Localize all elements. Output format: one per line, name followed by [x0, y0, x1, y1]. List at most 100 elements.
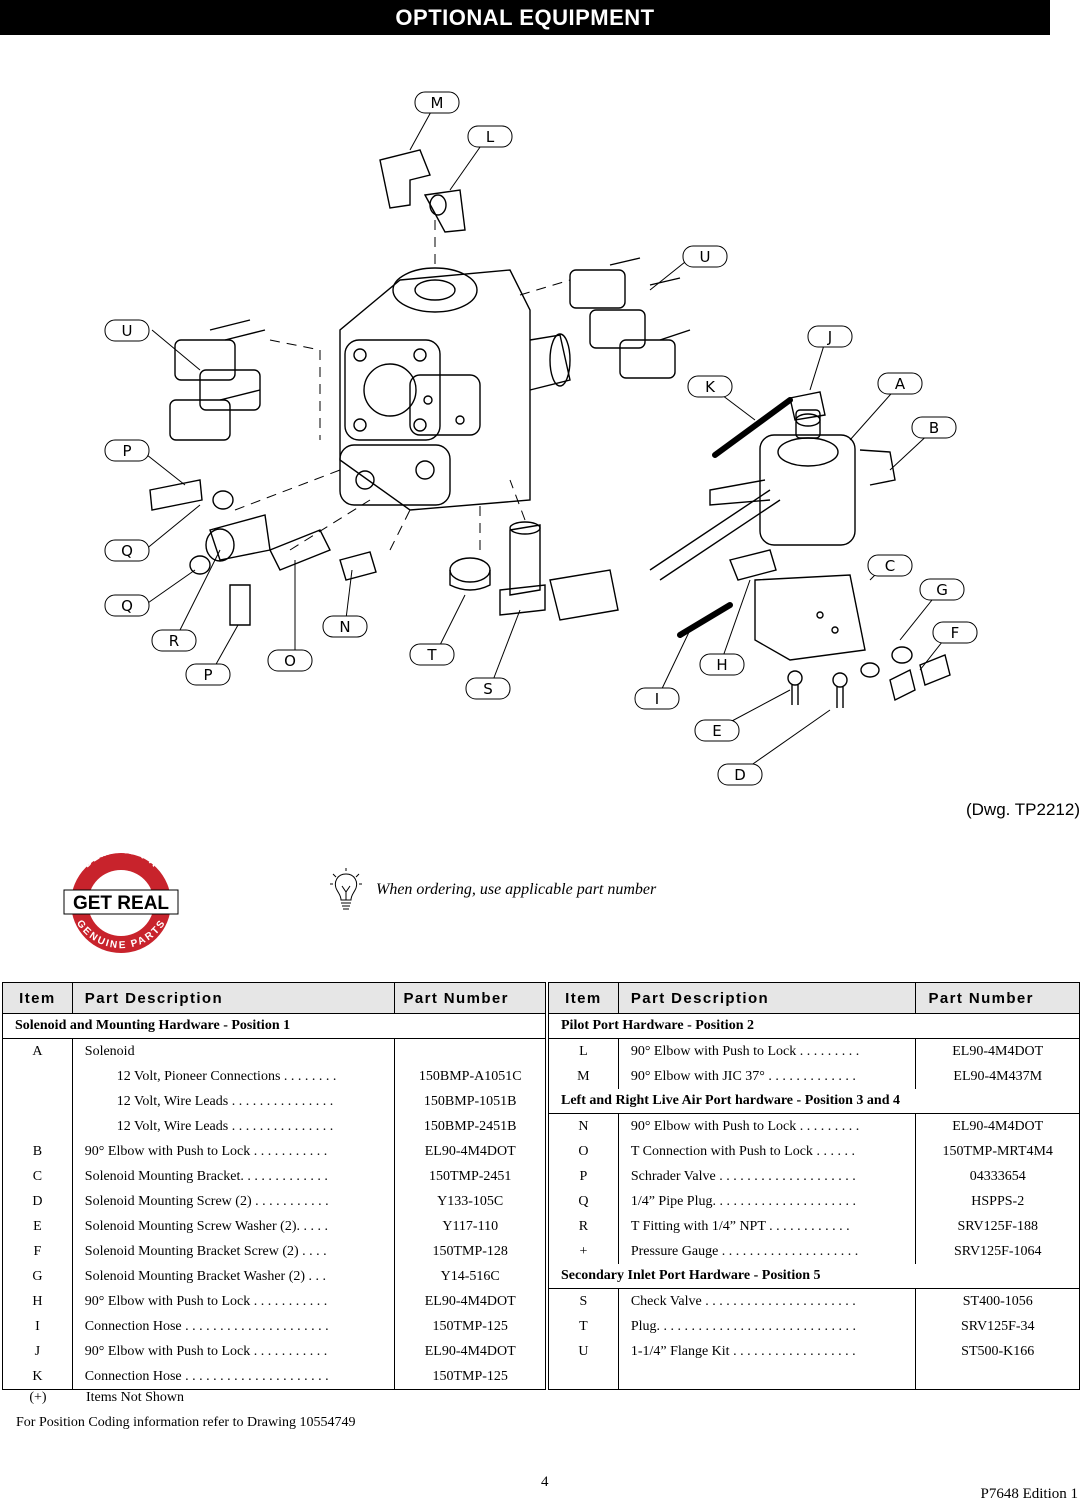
- position-coding-note: For Position Coding information refer to…: [16, 1415, 356, 1430]
- item-letter: M: [548, 1064, 619, 1089]
- callout-D: D: [717, 763, 763, 786]
- table-row: 12 Volt, Pioneer Connections . . . . . .…: [2, 1064, 546, 1089]
- item-letter: J: [2, 1339, 73, 1364]
- dot-leader: . . . . . . . . .: [796, 1118, 860, 1134]
- item-letter: [2, 1089, 73, 1114]
- svg-text:C: C: [885, 557, 895, 575]
- part-description: Pressure Gauge: [630, 1243, 719, 1259]
- edition-label: P7648 Edition 1: [980, 1486, 1078, 1502]
- section-title: Secondary Inlet Port Hardware - Position…: [548, 1264, 1080, 1289]
- part-description: 90° Elbow with Push to Lock: [630, 1043, 797, 1059]
- column-header-part-number: Part Number: [394, 982, 546, 1014]
- dot-leader: . . . . . . . . . . . . . . .: [228, 1093, 334, 1109]
- dot-leader: . . . . . . . .: [280, 1068, 337, 1084]
- part-description: Solenoid Mounting Bracket: [84, 1168, 241, 1184]
- dot-leader: . . . . .: [296, 1218, 329, 1234]
- item-letter: E: [2, 1214, 73, 1239]
- part-number: Y117-110: [394, 1214, 546, 1239]
- item-letter: F: [2, 1239, 73, 1264]
- part-description-cell: 90° Elbow with Push to Lock . . . . . . …: [618, 1113, 917, 1139]
- item-letter: R: [548, 1214, 619, 1239]
- part-description: 12 Volt, Pioneer Connections: [116, 1068, 281, 1084]
- svg-text:GET REAL: GET REAL: [73, 893, 169, 914]
- part-description: Solenoid Mounting Bracket Washer (2): [84, 1268, 306, 1284]
- part-description: 90° Elbow with Push to Lock: [630, 1118, 797, 1134]
- svg-text:S: S: [483, 680, 493, 698]
- svg-text:Q: Q: [121, 542, 133, 560]
- part-description-cell: Check Valve . . . . . . . . . . . . . . …: [618, 1288, 917, 1314]
- part-number: EL90-4M4DOT: [915, 1038, 1080, 1064]
- part-number: 150TMP-MRT4M4: [915, 1139, 1080, 1164]
- part-description-cell: Connection Hose . . . . . . . . . . . . …: [72, 1314, 396, 1339]
- part-description: T Connection with Push to Lock: [630, 1143, 813, 1159]
- callout-Q-top: Q: [104, 539, 150, 562]
- part-description-cell: Solenoid: [72, 1038, 396, 1064]
- part-description: 12 Volt, Wire Leads: [116, 1093, 229, 1109]
- part-description-cell: Pressure Gauge . . . . . . . . . . . . .…: [618, 1239, 917, 1264]
- part-number: Y133-105C: [394, 1189, 546, 1214]
- callout-S: S: [465, 677, 511, 700]
- dot-leader: . . . . . . . . . . . . . . . . . . . .: [718, 1243, 859, 1259]
- part-number: SRV125F-34: [915, 1314, 1080, 1339]
- svg-text:O: O: [284, 652, 296, 670]
- part-number: ST500-K166: [915, 1339, 1080, 1364]
- item-letter: [2, 1114, 73, 1139]
- item-letter: I: [2, 1314, 73, 1339]
- svg-text:P: P: [203, 666, 212, 684]
- section-title: Left and Right Live Air Port hardware - …: [548, 1089, 1080, 1114]
- column-header-description: Part Description: [618, 982, 917, 1014]
- dot-leader: . . . . . . . . . . . . . . . . . . . . …: [701, 1293, 856, 1309]
- part-description-cell: T Fitting with 1/4” NPT . . . . . . . . …: [618, 1214, 917, 1239]
- part-description: 90° Elbow with Push to Lock: [84, 1293, 251, 1309]
- items-not-shown-note: (+)Items Not Shown: [2, 1390, 1080, 1406]
- ordering-tip-text: When ordering, use applicable part numbe…: [376, 881, 657, 898]
- part-number: 150TMP-125: [394, 1314, 546, 1339]
- part-description-cell: Solenoid Mounting Screw Washer (2). . . …: [72, 1214, 396, 1239]
- part-number: EL90-4M4DOT: [394, 1339, 546, 1364]
- callout-B: B: [911, 416, 957, 439]
- svg-text:B: B: [929, 419, 939, 437]
- part-description-cell: 90° Elbow with Push to Lock . . . . . . …: [618, 1038, 917, 1064]
- dot-leader: . . . . . . . . . . .: [251, 1193, 329, 1209]
- dot-leader: . . . . . .: [812, 1143, 855, 1159]
- svg-text:I: I: [655, 690, 659, 708]
- item-letter: B: [2, 1139, 73, 1164]
- part-description-cell: 90° Elbow with Push to Lock . . . . . . …: [72, 1339, 396, 1364]
- dot-leader: . . . . . . . . . . . . .: [240, 1168, 328, 1184]
- svg-text:P: P: [122, 442, 131, 460]
- dot-leader: . . . . . . . . . . . . . . . . . . . . …: [181, 1318, 329, 1334]
- part-description-cell: Solenoid Mounting Bracket Washer (2) . .…: [72, 1264, 396, 1289]
- item-letter: T: [548, 1314, 619, 1339]
- part-description-cell: Solenoid Mounting Bracket Screw (2) . . …: [72, 1239, 396, 1264]
- item-letter: D: [2, 1189, 73, 1214]
- callout-C: C: [867, 554, 913, 577]
- part-description: 12 Volt, Wire Leads: [116, 1118, 229, 1134]
- dot-leader: . . . . . . . . . . . . . . .: [228, 1118, 334, 1134]
- part-description-cell: Plug. . . . . . . . . . . . . . . . . . …: [618, 1314, 917, 1339]
- callout-Q-bottom: Q: [104, 594, 150, 617]
- section-title: Solenoid and Mounting Hardware - Positio…: [2, 1013, 546, 1039]
- ordering-tip: When ordering, use applicable part numbe…: [330, 868, 656, 912]
- svg-text:R: R: [169, 632, 179, 650]
- part-description: Plug: [630, 1318, 657, 1334]
- part-description: Schrader Valve: [630, 1168, 716, 1184]
- column-header-item: Item: [548, 982, 619, 1014]
- part-description-cell: 12 Volt, Wire Leads . . . . . . . . . . …: [72, 1089, 396, 1114]
- item-letter: L: [548, 1038, 619, 1064]
- callout-N: N: [322, 615, 368, 638]
- svg-text:Q: Q: [121, 597, 133, 615]
- svg-text:T: T: [426, 646, 437, 664]
- part-number: EL90-4M4DOT: [394, 1139, 546, 1164]
- item-letter: Q: [548, 1189, 619, 1214]
- callout-J: J: [807, 325, 853, 348]
- get-real-logo: DEMAND I-R GENUINE PARTS GET REAL: [63, 852, 179, 953]
- part-description: Connection Hose: [84, 1318, 182, 1334]
- part-description-cell: 1/4” Pipe Plug. . . . . . . . . . . . . …: [618, 1189, 917, 1214]
